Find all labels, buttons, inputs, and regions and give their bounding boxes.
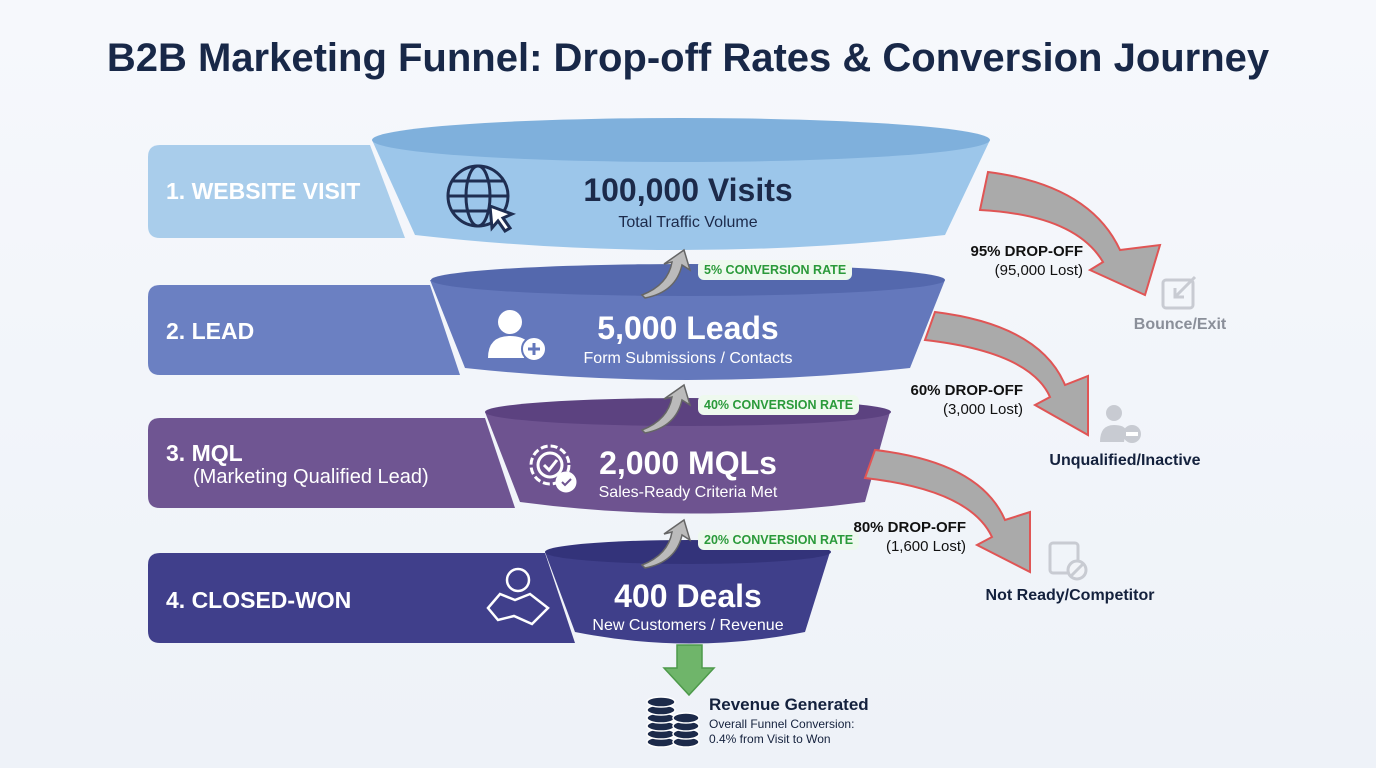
page-title: B2B Marketing Funnel: Drop-off Rates & C…: [106, 36, 1270, 80]
globe-cursor-icon: [446, 164, 517, 234]
user-remove-icon: [1100, 405, 1141, 443]
dropoff-label-3: 80% DROP-OFF (1,600 Lost): [803, 518, 966, 556]
conversion-rate-badge: 5% CONVERSION RATE: [698, 260, 853, 280]
coins-icon: [646, 696, 700, 748]
dropoff-label-2: 60% DROP-OFF (3,000 Lost): [860, 381, 1023, 419]
revenue-line-2: 0.4% from Visit to Won: [709, 732, 831, 746]
conversion-arrow-icon: [640, 248, 692, 299]
stage-2-label: 2. LEAD: [166, 318, 255, 344]
outcome-label: Unqualified/Inactive: [1049, 452, 1201, 469]
stage-4-value: 400 Deals: [614, 578, 762, 614]
stage-4-desc: New Customers / Revenue: [592, 617, 784, 634]
blocked-calendar-icon: [1048, 541, 1088, 581]
dropoff-arrow-icon: [923, 310, 1089, 437]
stage-2-desc: Form Submissions / Contacts: [583, 350, 793, 367]
stage-3-desc: Sales-Ready Criteria Met: [598, 484, 778, 501]
stage-2-label-bar: [148, 285, 460, 375]
dropoff-rate: 80% DROP-OFF: [853, 519, 966, 536]
dropoff-label-1: 95% DROP-OFF (95,000 Lost): [920, 242, 1083, 280]
stage-3-value: 2,000 MQLs: [599, 445, 777, 481]
funnel-segment-1: [372, 118, 990, 250]
handshake-icon: [486, 567, 550, 626]
revenue-title: Revenue Generated: [709, 695, 869, 714]
exit-icon: [1161, 275, 1197, 310]
gear-check-icon: [529, 444, 577, 493]
outcome-label: Bounce/Exit: [1133, 316, 1227, 333]
dropoff-rate: 60% DROP-OFF: [910, 382, 1023, 399]
stage-1-value: 100,000 Visits: [583, 172, 793, 208]
stage-3-label: 3. MQL: [166, 440, 243, 466]
outcome-label: Not Ready/Competitor: [985, 587, 1155, 604]
dropoff-rate: 95% DROP-OFF: [970, 243, 1083, 260]
revenue-line-1: Overall Funnel Conversion:: [709, 717, 855, 731]
stage-4-label: 4. CLOSED-WON: [166, 587, 352, 613]
revenue-arrow-icon: [662, 644, 716, 697]
dropoff-arrow-icon: [978, 170, 1162, 297]
dropoff-lost: (3,000 Lost): [942, 401, 1023, 418]
conversion-rate-badge: 40% CONVERSION RATE: [698, 395, 860, 415]
stage-3-label-bar: [148, 418, 515, 508]
dropoff-lost: (1,600 Lost): [885, 538, 966, 555]
conversion-rate-badge: 20% CONVERSION RATE: [698, 530, 860, 550]
conversion-arrow-icon: [640, 518, 692, 569]
stage-4-label-bar: [148, 553, 575, 643]
stage-1-label: 1. WEBSITE VISIT: [166, 178, 361, 204]
stage-1-label-bar: [148, 145, 405, 238]
stage-1-desc: Total Traffic Volume: [618, 214, 758, 231]
dropoff-lost: (95,000 Lost): [994, 262, 1083, 279]
dropoff-arrow-icon: [863, 448, 1031, 574]
stage-3-sublabel: (Marketing Qualified Lead): [193, 466, 429, 488]
stage-2-value: 5,000 Leads: [597, 310, 779, 346]
conversion-arrow-icon: [640, 383, 692, 434]
user-add-icon: [488, 310, 547, 362]
